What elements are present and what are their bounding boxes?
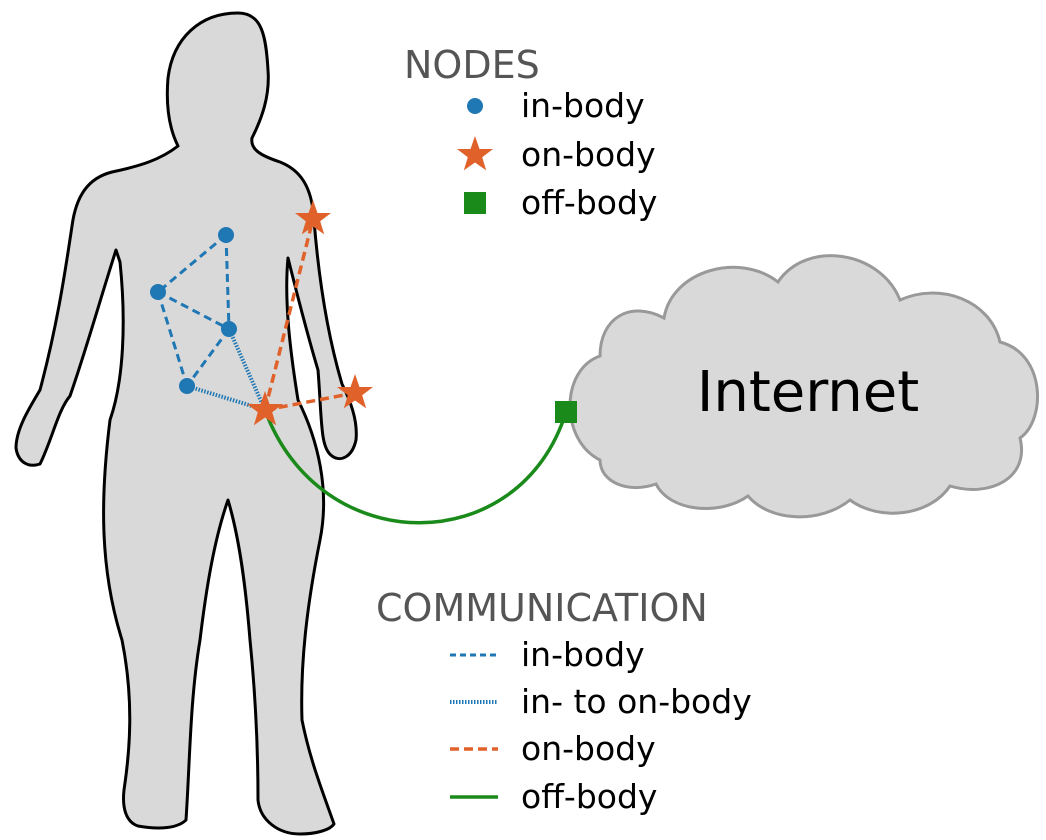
star-node-icon bbox=[295, 200, 331, 235]
circle-node-icon bbox=[179, 378, 195, 394]
human-silhouette-icon bbox=[14, 11, 358, 836]
in-body-link bbox=[157, 290, 230, 331]
star-node-icon bbox=[337, 374, 373, 409]
communication-legend-label-on-body: on-body bbox=[521, 729, 656, 768]
off-body-node-marker-icon bbox=[464, 192, 486, 214]
communication-legend-label-off-body: off-body bbox=[521, 777, 657, 816]
on-body-link bbox=[263, 218, 315, 411]
square-node-icon bbox=[555, 401, 577, 423]
nodes-legend-label-in-body: in-body bbox=[521, 86, 645, 125]
in-body-link bbox=[157, 233, 227, 294]
on-body-nodes bbox=[247, 200, 373, 426]
in-body-nodes bbox=[150, 227, 237, 394]
circle-node-icon bbox=[150, 284, 166, 300]
in-body-link bbox=[185, 328, 231, 387]
nodes-legend-label-off-body: off-body bbox=[521, 183, 657, 222]
communication-legend-label-in-body: in-body bbox=[521, 635, 645, 674]
in-body-node-marker-icon bbox=[467, 98, 483, 114]
on-body-link bbox=[264, 391, 356, 412]
cloud-icon bbox=[568, 254, 1039, 519]
in-body-links bbox=[156, 233, 231, 387]
in-body-link bbox=[224, 234, 231, 330]
on-body-node-marker-icon bbox=[457, 136, 493, 171]
communication-legend-title: COMMUNICATION bbox=[376, 586, 708, 630]
communication-legend: COMMUNICATION in-body in- to on-body on-… bbox=[376, 586, 752, 816]
circle-node-icon bbox=[218, 227, 234, 243]
off-body-link bbox=[263, 409, 568, 525]
cloud-label: Internet bbox=[697, 360, 919, 425]
nodes-legend-label-on-body: on-body bbox=[521, 135, 656, 174]
star-node-icon bbox=[247, 391, 283, 426]
communication-legend-label-in-to-on-body: in- to on-body bbox=[521, 682, 752, 721]
nodes-legend-title: NODES bbox=[404, 43, 540, 87]
on-body-links bbox=[263, 218, 356, 412]
in-body-link bbox=[156, 291, 189, 387]
circle-node-icon bbox=[221, 321, 237, 337]
nodes-legend: NODES in-body on-body off-body bbox=[404, 43, 657, 222]
